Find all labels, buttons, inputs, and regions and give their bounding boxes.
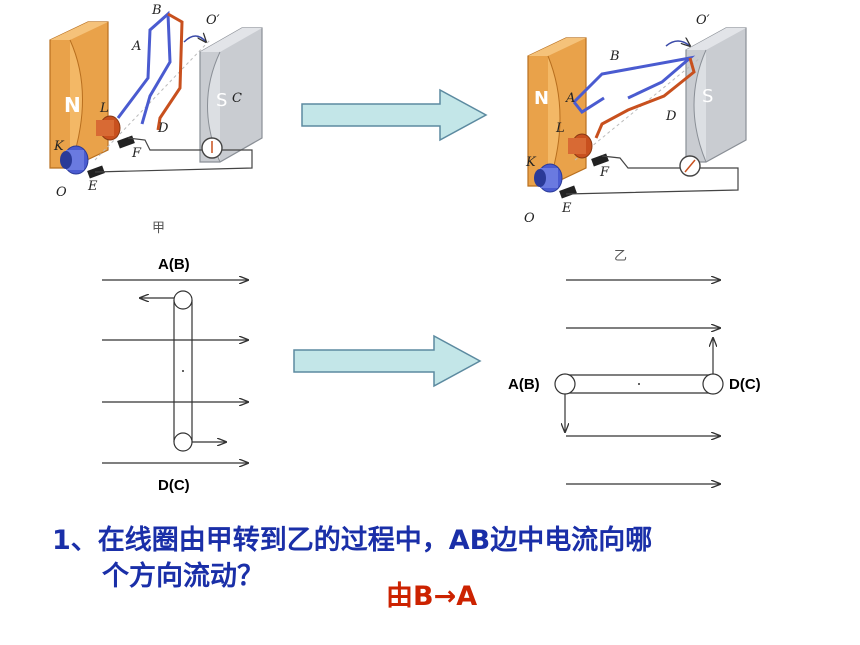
magnet-s-label: S: [216, 90, 227, 111]
caption-yi: 乙: [614, 249, 627, 264]
coil-side-view-vertical: [173, 290, 193, 452]
transition-arrow-top: [301, 88, 488, 142]
letter-o: O: [56, 185, 67, 200]
label-a-b-top: A(B): [158, 256, 190, 273]
letter-a: A: [131, 39, 141, 54]
letter-l-yi: L: [555, 121, 565, 136]
magnet-n-label: N: [64, 93, 81, 117]
magnet-n-label-yi: N: [534, 88, 549, 109]
caption-jia: 甲: [152, 221, 165, 236]
letter-b-yi: B: [609, 49, 620, 64]
slip-rings-yi: [534, 133, 593, 193]
generator-figure-jia: N S: [49, 3, 263, 236]
slip-rings: [60, 115, 121, 175]
letter-f-yi: F: [599, 165, 610, 180]
magnet-n-left: N: [49, 21, 109, 169]
letter-e-yi: E: [561, 201, 572, 216]
letter-o-prime: O′: [206, 13, 220, 28]
coil-abcd: [116, 10, 184, 131]
letter-k: K: [53, 139, 65, 154]
magnet-s-right-yi: S: [685, 27, 747, 163]
question-line-1: 1、在线圈由甲转到乙的过程中，AB边中电流向哪: [52, 525, 653, 556]
generator-figure-yi: N S O′ B A: [524, 13, 747, 264]
magnet-s-label-yi: S: [702, 86, 713, 107]
coil-side-view-horizontal: [554, 373, 724, 395]
letter-c: C: [232, 91, 242, 106]
label-a-b-left: A(B): [508, 376, 540, 393]
galvanometer-jia: [201, 137, 223, 159]
label-d-c-right: D(C): [729, 376, 761, 393]
letter-d-yi: D: [665, 109, 677, 124]
transition-arrow-bottom: [293, 334, 482, 388]
letter-l: L: [99, 101, 109, 116]
letter-a-yi: A: [565, 91, 575, 106]
letter-f: F: [131, 146, 142, 161]
question-line-2: 个方向流动？: [102, 561, 264, 592]
letter-d: D: [157, 121, 169, 136]
field-diagram-vertical-coil: A(B) D(C): [102, 256, 248, 494]
galvanometer-yi: [679, 155, 701, 177]
answer-text: 由B→A: [386, 581, 478, 612]
field-diagram-horizontal-coil: A(B) D(C): [508, 280, 761, 484]
letter-e: E: [87, 179, 98, 194]
magnet-n-left-yi: N: [527, 37, 587, 187]
letter-b: B: [151, 3, 162, 18]
letter-k-yi: K: [525, 155, 537, 170]
label-d-c-bottom: D(C): [158, 477, 190, 494]
letter-o-prime-yi: O′: [696, 13, 710, 28]
coil-abcd-yi: [572, 55, 696, 139]
letter-o-yi: O: [524, 211, 535, 226]
